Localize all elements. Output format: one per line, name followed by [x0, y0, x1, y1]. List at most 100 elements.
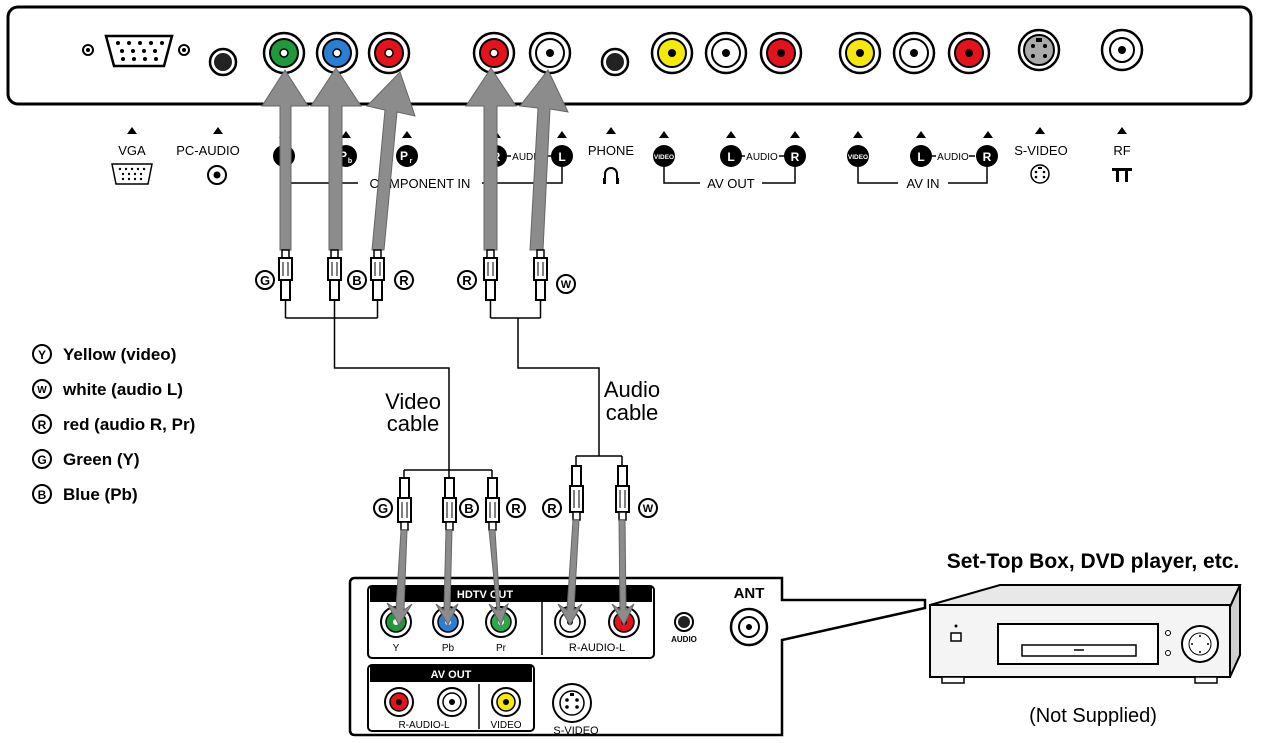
lower-letter-audio-w: W [638, 498, 658, 518]
badge-pr: P r [396, 145, 418, 167]
upper-letter-audio-w: W [556, 274, 576, 294]
svg-text:R: R [462, 273, 472, 288]
device-y-label: Y [393, 643, 400, 654]
tv-panel-labels: VGA PC-AUDIO Y Y P b P [111, 127, 1132, 191]
device-av-r-jack [384, 687, 414, 717]
pointer-triangles [127, 127, 1127, 138]
svg-text:W: W [37, 385, 47, 396]
lower-plugs: G B R R W [373, 455, 658, 531]
pc-audio-label: PC-AUDIO [176, 143, 240, 158]
device-av-r-audio-l-label: R-AUDIO-L [398, 720, 450, 731]
upper-letter-r: R [394, 270, 414, 290]
device-s-video-label: S-VIDEO [553, 725, 599, 737]
plug-lower-audio-w [615, 465, 630, 521]
device-r-audio-l-label: R-AUDIO-L [569, 642, 625, 654]
svg-text:W: W [561, 279, 572, 291]
av-in-r-jack [947, 31, 991, 75]
set-top-box-illustration [929, 584, 1242, 684]
arrow-audio-l-cable [519, 69, 569, 251]
svg-text:Green (Y): Green (Y) [63, 450, 140, 469]
vga-icon [111, 163, 153, 185]
av-out-r-jack [759, 31, 803, 75]
svg-text:VIDEO: VIDEO [848, 154, 868, 161]
svg-text:r: r [410, 158, 413, 165]
legend-item-yellow: Y Yellow (video) [32, 344, 176, 364]
pc-audio-jack [208, 47, 238, 77]
antenna-icon [1112, 168, 1132, 182]
arrow-red-cable [366, 71, 416, 251]
lower-letter-r: R [506, 498, 526, 518]
color-legend: Y Yellow (video) W white (audio L) R red… [32, 344, 195, 504]
device-ant-jack [729, 607, 769, 647]
lower-letter-b: B [459, 498, 479, 518]
svg-text:W: W [643, 503, 654, 515]
device-s-video-jack [552, 683, 592, 723]
device-pb-label: Pb [442, 643, 455, 654]
plug-upper-audio-w [533, 249, 548, 318]
s-video-label: S-VIDEO [1014, 143, 1067, 158]
badge-av-out-video: VIDEO [653, 145, 675, 167]
upper-letter-b: B [347, 270, 367, 290]
headphone-icon [603, 167, 619, 184]
av-out-video-jack [650, 31, 694, 75]
svg-text:G: G [37, 453, 46, 467]
device-back-panel: HDTV OUT Y Pb Pr R-AUD [348, 576, 927, 737]
svg-text:G: G [378, 501, 388, 516]
svg-text:red (audio R, Pr): red (audio R, Pr) [63, 415, 195, 434]
arrow-green-cable [261, 69, 309, 251]
component-pr-jack [367, 31, 411, 75]
legend-item-red: R red (audio R, Pr) [32, 414, 195, 434]
s-video-jack [1017, 28, 1061, 72]
device-av-video-label: VIDEO [490, 720, 521, 731]
legend-item-green: G Green (Y) [32, 449, 140, 469]
device-pr-label: Pr [496, 643, 507, 654]
device-ant-label: ANT [734, 585, 765, 602]
svg-text:P: P [400, 149, 408, 163]
av-out-label: AV OUT [707, 176, 754, 191]
badge-av-out-l: L [720, 145, 742, 167]
svg-text:R: R [547, 501, 557, 516]
device-title: Set-Top Box, DVD player, etc. [947, 550, 1240, 573]
tv-back-panel [6, 5, 1253, 106]
svg-text:G: G [260, 273, 270, 288]
plug-upper-audio-r [483, 249, 498, 318]
svg-text:L: L [558, 150, 565, 164]
s-video-icon [1030, 164, 1050, 184]
av-in-video-jack [838, 31, 882, 75]
svg-text:Y: Y [38, 348, 46, 362]
svg-text:VIDEO: VIDEO [654, 154, 674, 161]
device-cable-arrows [386, 519, 635, 627]
upper-plugs: G B R R W [255, 249, 600, 470]
vga-port [82, 34, 190, 68]
badge-av-in-l: L [910, 145, 932, 167]
hdtv-out-label: HDTV OUT [457, 589, 514, 601]
plug-lower-r [485, 477, 500, 531]
device-audio-label: AUDIO [671, 635, 697, 644]
legend-item-blue: B Blue (Pb) [32, 484, 138, 504]
av-in-l-jack [892, 31, 936, 75]
svg-text:R: R [791, 150, 800, 164]
component-audio-l-jack [528, 31, 572, 75]
svg-text:P: P [339, 149, 347, 163]
upper-letter-audio-r: R [457, 270, 477, 290]
video-cable-label-2: cable [387, 411, 440, 436]
av-out-audio-label: AUDIO [746, 152, 778, 163]
arrow-audio-r-cable [465, 67, 517, 251]
audio-cable-label-2: cable [606, 400, 659, 425]
device-av-video-jack [491, 687, 521, 717]
svg-text:R: R [983, 150, 992, 164]
phone-jack [600, 47, 630, 77]
svg-text:R: R [38, 418, 47, 432]
component-y-jack [262, 31, 306, 75]
tv-cable-arrows [261, 67, 569, 251]
svg-text:R: R [511, 501, 521, 516]
svg-text:L: L [727, 150, 734, 164]
svg-text:R: R [399, 273, 409, 288]
plug-upper-g [278, 249, 293, 318]
plug-upper-r [370, 249, 385, 318]
legend-item-white: W white (audio L) [32, 379, 183, 399]
svg-text:B: B [464, 501, 473, 516]
vga-label: VGA [118, 143, 146, 158]
plug-lower-g [397, 477, 412, 531]
